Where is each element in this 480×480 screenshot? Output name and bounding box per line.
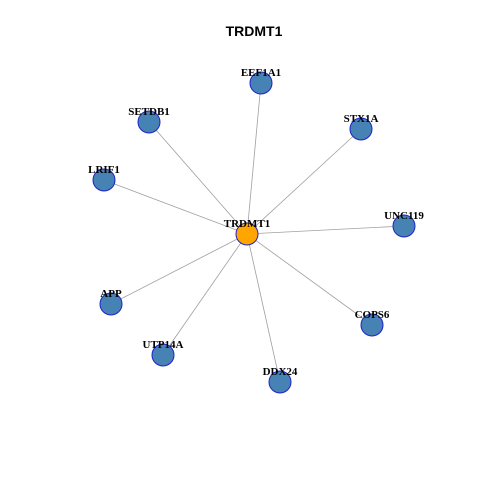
edge-trdmt1-utp14a bbox=[162, 233, 248, 356]
graph-title: TRDMT1 bbox=[226, 23, 283, 39]
leaf-node-cops6 bbox=[360, 313, 384, 337]
node-label-utp14a: UTP14A bbox=[143, 339, 184, 351]
node-label-unc119: UNC119 bbox=[384, 210, 424, 222]
edge-trdmt1-setdb1 bbox=[148, 121, 248, 235]
leaf-node-unc119 bbox=[392, 214, 416, 238]
leaf-node-eef1a1 bbox=[249, 71, 273, 95]
edge-trdmt1-stx1a bbox=[246, 128, 362, 235]
nodes-layer bbox=[92, 71, 416, 394]
edge-trdmt1-lrif1 bbox=[103, 179, 248, 235]
node-label-setdb1: SETDB1 bbox=[128, 106, 170, 118]
leaf-node-utp14a bbox=[151, 343, 175, 367]
node-label-lrif1: LRIF1 bbox=[88, 164, 120, 176]
leaf-node-ddx24 bbox=[268, 370, 292, 394]
edge-trdmt1-eef1a1 bbox=[246, 82, 262, 235]
edges-layer bbox=[103, 82, 405, 383]
leaf-node-stx1a bbox=[349, 117, 373, 141]
node-label-stx1a: STX1A bbox=[344, 113, 379, 125]
node-label-app: APP bbox=[100, 288, 122, 300]
edge-trdmt1-app bbox=[110, 233, 248, 305]
node-label-cops6: COPS6 bbox=[355, 309, 390, 321]
edge-trdmt1-cops6 bbox=[246, 233, 373, 326]
node-label-ddx24: DDX24 bbox=[263, 366, 298, 378]
leaf-node-app bbox=[99, 292, 123, 316]
leaf-node-setdb1 bbox=[137, 110, 161, 134]
edge-trdmt1-unc119 bbox=[246, 225, 405, 235]
edge-trdmt1-ddx24 bbox=[246, 233, 281, 383]
hub-node-trdmt1 bbox=[235, 222, 259, 246]
node-label-trdmt1: TRDMT1 bbox=[224, 218, 270, 230]
node-label-eef1a1: EEF1A1 bbox=[241, 67, 281, 79]
leaf-node-lrif1 bbox=[92, 168, 116, 192]
